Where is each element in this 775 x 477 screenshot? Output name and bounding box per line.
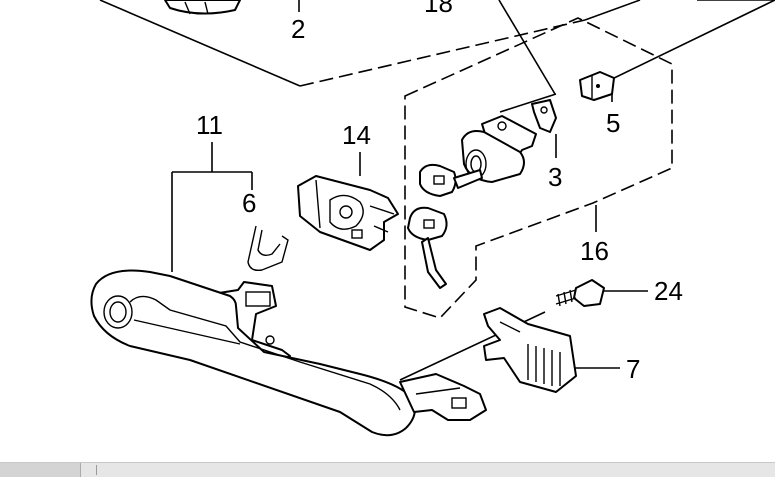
- leader-lines: [171, 0, 775, 381]
- callout-6: 6: [242, 188, 256, 218]
- part-7-bracket: [483, 307, 577, 393]
- callout-7: 7: [626, 354, 640, 384]
- lock-cylinder-assembly: [407, 71, 615, 289]
- callout-3: 3: [548, 162, 562, 192]
- callout-labels: 2 18 11 14 6 5 3 16 24 7: [196, 0, 683, 384]
- upper-assembly-outline: [99, 0, 775, 87]
- scrollbar-thumb[interactable]: [0, 463, 81, 477]
- part-11-door-handle: [90, 269, 487, 437]
- callout-16: 16: [580, 236, 609, 266]
- horizontal-scrollbar[interactable]: [0, 462, 775, 477]
- callout-2: 2: [291, 14, 305, 44]
- callout-11: 11: [196, 110, 223, 140]
- scrollbar-divider: [96, 465, 97, 475]
- lock-cylinder-group-outline: [404, 17, 673, 319]
- callout-14: 14: [342, 120, 371, 150]
- callout-5: 5: [606, 108, 620, 138]
- part-24-bolt: [555, 279, 605, 307]
- callout-24: 24: [654, 276, 683, 306]
- part-2-fragment: [164, 0, 300, 15]
- part-14-bracket: [297, 175, 399, 251]
- part-6-spring-clip: [247, 225, 289, 272]
- callout-18: 18: [424, 0, 453, 18]
